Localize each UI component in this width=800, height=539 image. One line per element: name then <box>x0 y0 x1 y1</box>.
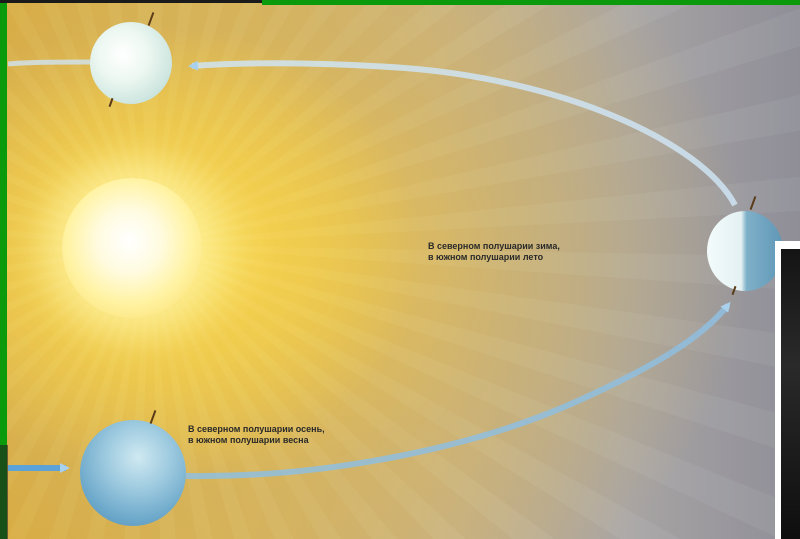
orbit-top-arc <box>188 60 738 207</box>
caption-winter-north: В северном полушарии зима, в южном полуш… <box>428 241 560 263</box>
frame-left-edge <box>0 0 7 539</box>
caption-winter-line1: В северном полушарии зима, <box>428 241 560 251</box>
frame-bottom-left-strip <box>0 445 8 539</box>
earth-bottom <box>80 420 186 526</box>
orbit-left-tail <box>7 59 91 67</box>
sun <box>62 178 202 318</box>
frame-top-left-edge <box>0 0 262 3</box>
caption-autumn-north: В северном полушарии осень, в южном полу… <box>188 424 325 446</box>
frame-top-edge <box>262 0 800 5</box>
overlapping-photo-content <box>781 249 800 539</box>
orbit-bottom-arc <box>185 301 731 480</box>
caption-winter-line2: в южном полушарии лето <box>428 252 544 262</box>
caption-autumn-line1: В северном полушарии осень, <box>188 424 325 434</box>
overlapping-photo-corner <box>775 241 800 539</box>
earth-top <box>90 22 172 104</box>
earth-right <box>707 211 783 291</box>
caption-autumn-line2: в южном полушарии весна <box>188 435 309 445</box>
